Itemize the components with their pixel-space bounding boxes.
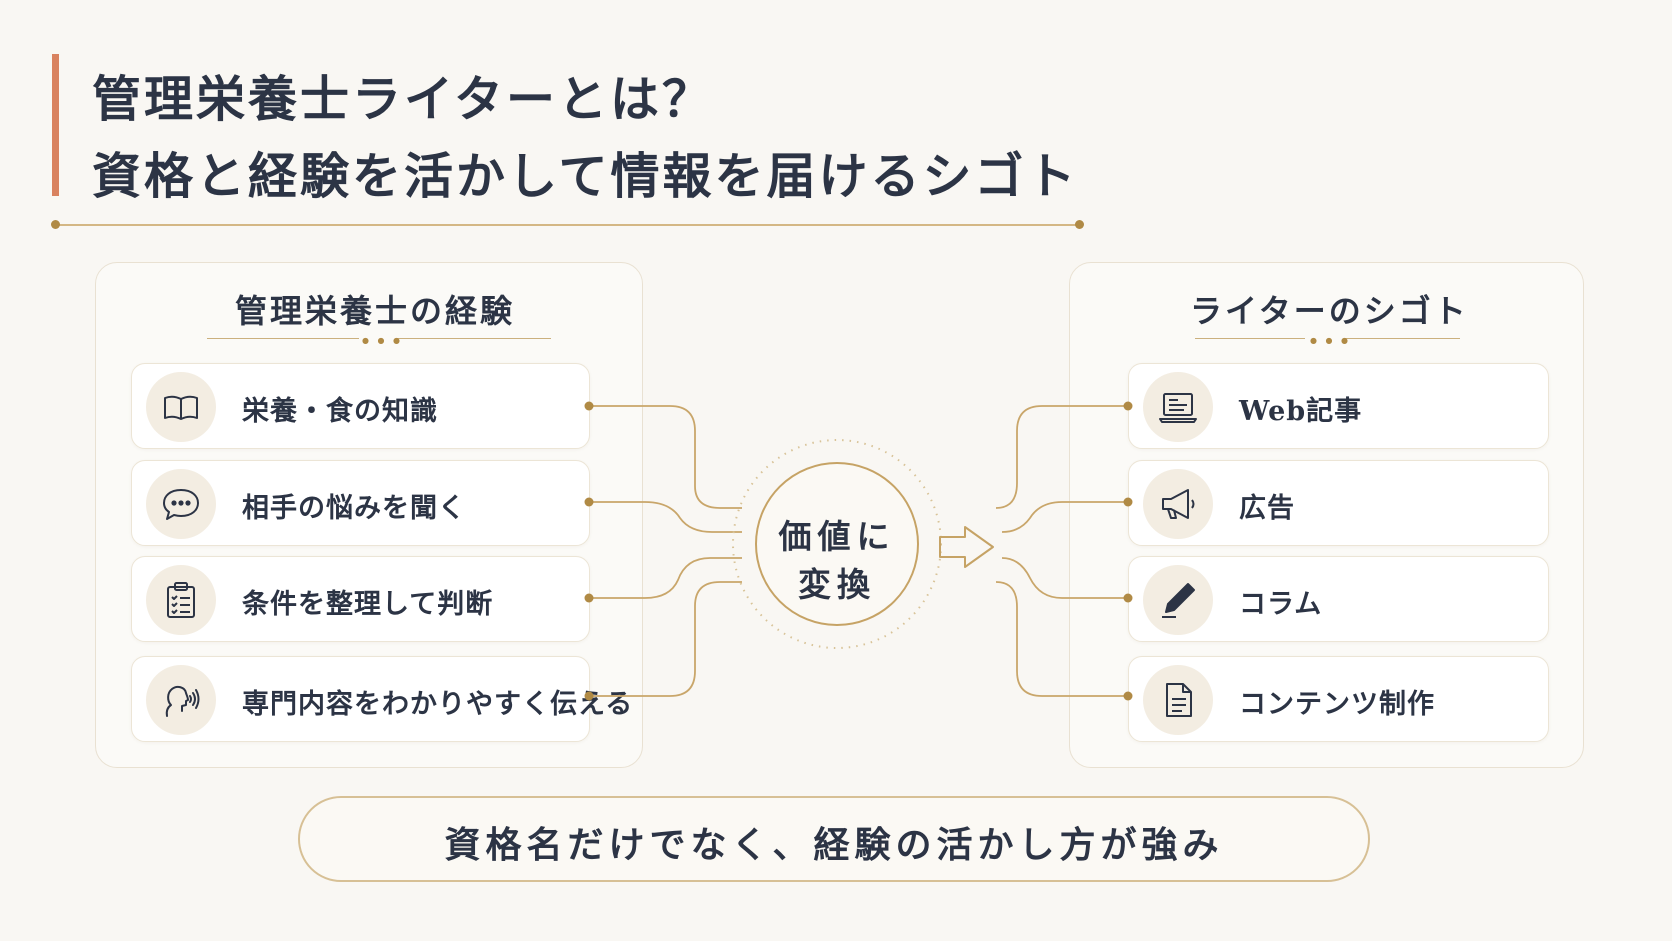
- divider-dot-left: [51, 220, 60, 229]
- experience-item: 専門内容をわかりやすく伝える: [131, 656, 632, 742]
- writer-work-item-label: コラム: [1239, 589, 1323, 620]
- title-accent-bar: [52, 54, 59, 196]
- strength-banner-text: 資格名だけでなく、経験の活かし方が強み: [444, 824, 1224, 866]
- left-title-underline: [397, 338, 551, 339]
- right-title-underline: [1195, 338, 1305, 339]
- pen-icon: [1143, 565, 1213, 635]
- experience-item: 条件を整理して判断: [131, 556, 590, 642]
- experience-item-label: 栄養・食の知識: [242, 396, 438, 427]
- strength-banner: 資格名だけでなく、経験の活かし方が強み: [298, 796, 1370, 882]
- page-title-line-2: 資格と経験を活かして情報を届けるシゴト: [92, 147, 1079, 205]
- value-conversion-circle: 価値に 変換: [755, 462, 919, 626]
- left-title-underline: [207, 338, 359, 339]
- speech-bubble-icon: [146, 469, 216, 539]
- page-title-line-1: 管理栄養士ライターとは？: [92, 70, 715, 128]
- experience-item-label: 相手の悩みを聞く: [242, 493, 466, 524]
- center-text-line-1: 価値に: [778, 517, 896, 556]
- writer-work-item: Web記事: [1128, 363, 1549, 449]
- writer-work-item-label: Web記事: [1239, 396, 1363, 427]
- writer-work-item-label: コンテンツ制作: [1239, 689, 1435, 720]
- laptop-icon: [1143, 372, 1213, 442]
- megaphone-icon: [1143, 469, 1213, 539]
- speaking-person-icon: [146, 665, 216, 735]
- writer-work-item: コンテンツ制作: [1128, 656, 1549, 742]
- document-icon: [1143, 665, 1213, 735]
- experience-panel-title: 管理栄養士の経験: [234, 292, 515, 330]
- experience-item: 栄養・食の知識: [131, 363, 590, 449]
- clipboard-checklist-icon: [146, 565, 216, 635]
- experience-item: 相手の悩みを聞く: [131, 460, 590, 546]
- left-title-ornament: ● ● ●: [362, 336, 404, 345]
- writer-work-item-label: 広告: [1239, 493, 1295, 524]
- open-book-icon: [146, 372, 216, 442]
- center-text-line-2: 変換: [798, 565, 876, 604]
- writer-work-panel-title: ライターのシゴト: [1190, 292, 1469, 330]
- experience-item-label: 条件を整理して判断: [242, 589, 494, 620]
- experience-item-label: 専門内容をわかりやすく伝える: [242, 689, 634, 720]
- title-divider: [56, 224, 1080, 226]
- right-title-underline: [1345, 338, 1460, 339]
- right-arrow-icon: [939, 526, 994, 568]
- writer-work-item: 広告: [1128, 460, 1549, 546]
- right-title-ornament: ● ● ●: [1310, 336, 1352, 345]
- divider-dot-right: [1075, 220, 1084, 229]
- writer-work-item: コラム: [1128, 556, 1549, 642]
